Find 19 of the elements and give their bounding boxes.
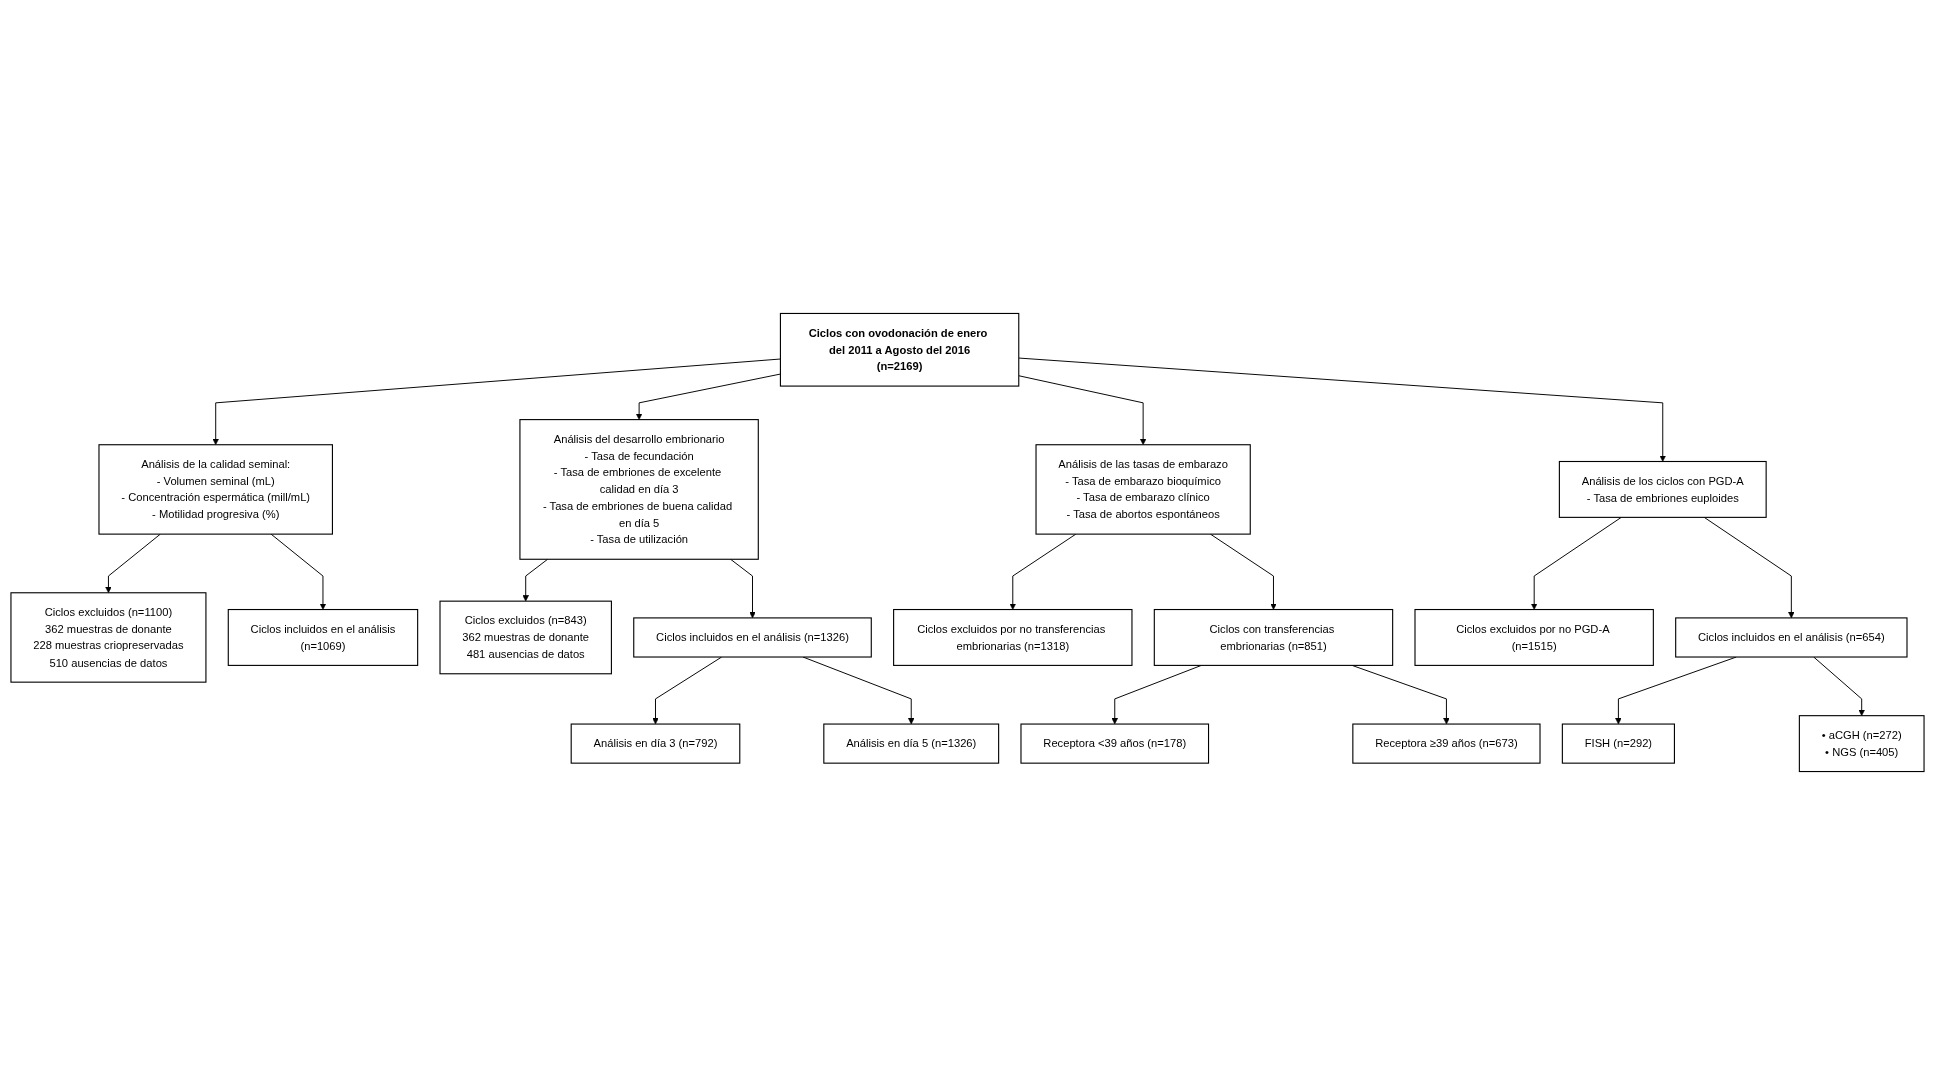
node-box: Receptora ≥39 años (n=673) xyxy=(1352,723,1541,764)
node-box: Análisis en día 3 (n=792) xyxy=(570,723,741,764)
node-box: Receptora <39 años (n=178) xyxy=(1020,723,1210,764)
node-box: Análisis de la calidad seminal: - Volumen seminal (mL) - Concentración espermática (mill/mL) - Motilidad progresiva (%) xyxy=(98,444,333,535)
node-box: Ciclos excluidos por no PGD-A (n=1515) xyxy=(1414,608,1654,666)
node-box: Análisis en día 5 (n=1326) xyxy=(823,723,1000,764)
node-box: FISH (n=292) xyxy=(1561,723,1675,764)
node-box: Ciclos incluidos en el análisis (n=654) xyxy=(1675,617,1908,658)
node-box: • aCGH (n=272) • NGS (n=405) xyxy=(1798,715,1925,773)
node-box: Análisis de los ciclos con PGD-A - Tasa de embriones euploides xyxy=(1558,460,1767,518)
node-box: Ciclos incluidos en el análisis (n=1069) xyxy=(227,608,419,666)
node-box: Ciclos incluidos en el análisis (n=1326) xyxy=(633,617,872,658)
node-box: Análisis de las tasas de embarazo - Tasa de embarazo bioquímico - Tasa de embarazo clínico - Tasa de abortos espontáneos xyxy=(1035,444,1251,535)
node-box: Ciclos con ovodonación de enero del 2011 a Agosto del 2016 (n=2169) xyxy=(779,312,1020,387)
node-box: Ciclos excluidos por no transferencias embrionarias (n=1318) xyxy=(893,608,1133,666)
node-box: Ciclos excluidos (n=1100) 362 muestras de donante 228 muestras criopreservadas 510 ausencias de datos xyxy=(10,592,207,683)
node-box: Ciclos con transferencias embrionarias (n=851) xyxy=(1153,608,1394,666)
node-box: Análisis del desarrollo embrionario - Tasa de fecundación - Tasa de embriones de excelente calidad en día 3 - Tasa de embriones de buena calidad en día 5 - Tasa de utilización xyxy=(519,419,759,560)
node-box: Ciclos excluidos (n=843) 362 muestras de donante 481 ausencias de datos xyxy=(439,600,612,675)
